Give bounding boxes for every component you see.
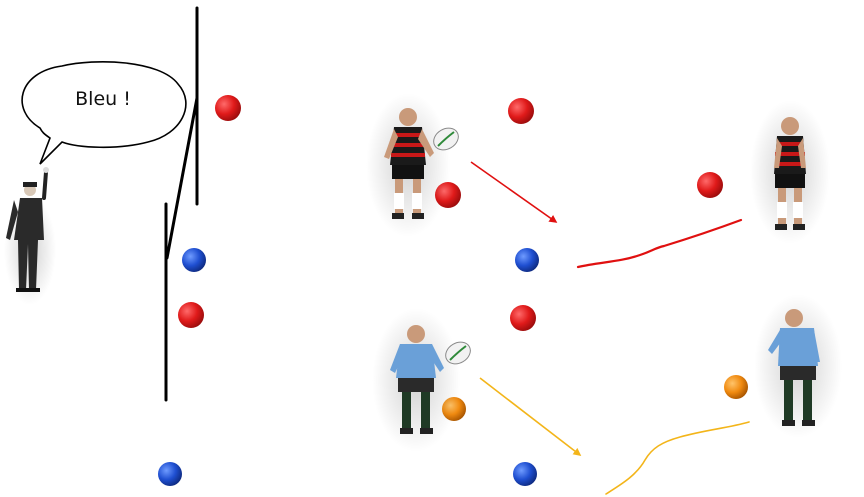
orange-cone: [724, 375, 748, 399]
speech-bubble: [22, 62, 186, 164]
red-cone: [510, 305, 536, 331]
red-cone: [508, 98, 534, 124]
red-cone: [215, 95, 241, 121]
blue-cone: [513, 462, 537, 486]
cones: [158, 95, 748, 486]
coach-pointing-icon: [4, 167, 56, 305]
rugby-player-red-jersey-icon: [366, 93, 450, 237]
speech-bubble-text: Bleu !: [48, 88, 158, 110]
blue-cone: [158, 462, 182, 486]
red-cone: [697, 172, 723, 198]
run-line-orange: [606, 422, 749, 494]
movement-lines: [471, 162, 749, 494]
blue-cone: [515, 248, 539, 272]
pass-arrow-orange: [480, 378, 580, 455]
rugby-player-red-jersey-icon: [750, 100, 830, 244]
boundary-lines: [166, 8, 197, 400]
blue-cone: [182, 248, 206, 272]
rugby-player-blue-jersey-icon: [372, 308, 460, 452]
run-line-red: [578, 220, 741, 267]
pass-arrow-red: [471, 162, 556, 222]
red-cone: [178, 302, 204, 328]
rugby-player-blue-jersey-icon: [754, 294, 842, 438]
